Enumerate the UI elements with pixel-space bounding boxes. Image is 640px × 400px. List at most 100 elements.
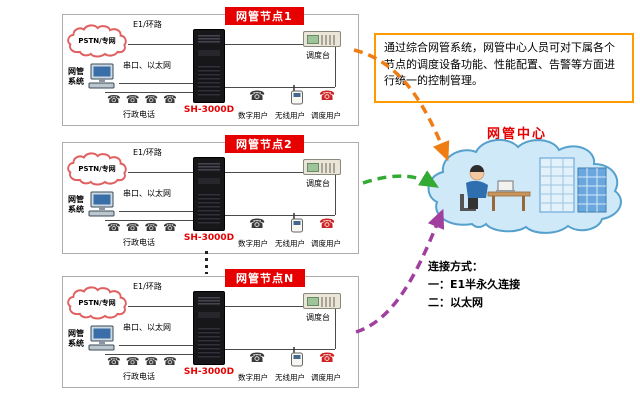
connector-line [128,306,193,307]
connector-line [225,215,335,216]
dispatch-phone-icon: ☎ [319,89,336,104]
pstn-cloud-icon: PSTN/专网 [66,24,128,58]
phone-icon: ☎ [163,221,177,234]
e1-link-label: E1/环路 [133,20,162,29]
dispatch-phone-icon: ☎ [319,217,336,232]
node-n-title-tab: 网管节点N [225,269,306,287]
server-cabinet-icon [193,291,225,365]
e1-link-label: E1/环路 [133,282,162,291]
serial-ethernet-label: 串口、以太网 [123,61,171,70]
connection-note: 连接方式： 一：E1半永久连接 二：以太网 [428,258,520,312]
connector-line [119,211,193,212]
server-model-label: SH-3000D [183,233,235,243]
pstn-label: PSTN/专网 [78,37,116,45]
connector-line [335,309,336,349]
connector-line [119,345,193,346]
phone-icon: ☎ [107,93,121,106]
phone-icon: ☎ [107,355,121,368]
dispatch-phone-icon: ☎ [319,351,336,366]
digital-user-label: 数字用户 [238,239,268,248]
phone-icon: ☎ [125,93,140,106]
server-cabinet-icon [193,29,225,103]
dispatch-console-label: 调度台 [306,313,330,322]
dispatch-user-label: 调度用户 [311,111,341,120]
connection-note-ethernet: 二：以太网 [428,296,483,310]
cloud-shape-icon [67,152,127,186]
connector-line [335,47,336,87]
console-keys [321,163,337,173]
dispatch-console-label: 调度台 [306,51,330,60]
server-cabinet-icon [193,157,225,231]
wireless-user-label: 无线用户 [275,239,305,248]
cloud-shape-icon [67,24,127,58]
digital-user-label: 数字用户 [238,373,268,382]
pstn-cloud-icon: PSTN/专网 [66,286,128,320]
node-1-title-tab: 网管节点1 [225,7,304,25]
pstn-label: PSTN/专网 [78,165,116,173]
phone-icon: ☎ [125,221,140,234]
wireless-radio-icon [291,213,303,233]
admin-phones-row: ☎ ☎ ☎ ☎ [107,356,177,367]
info-text: 通过综合网管系统，网管中心人员可对下属各个节点的调度设备功能、性能配置、告警等方… [384,41,615,87]
building-icon [577,167,607,213]
server-model-label: SH-3000D [183,367,235,377]
phone-icon: ☎ [144,355,159,368]
phone-icon: ☎ [144,221,159,234]
connector-line [105,354,193,355]
wireless-radio-icon [291,347,303,367]
nms-label: 网管系统 [68,67,84,86]
phone-icon: ☎ [125,355,140,368]
dispatch-console-label: 调度台 [306,179,330,188]
serial-ethernet-label: 串口、以太网 [123,189,171,198]
node-2-box: 网管节点2 PSTN/专网 E1/环路 网管系统 串口、以太网 SH-3000D… [62,135,359,254]
nmc-cloud-icon [427,139,622,234]
connector-line [128,44,193,45]
digital-phone-icon: ☎ [249,89,266,104]
computer-icon [88,325,115,351]
console-keys [321,35,337,45]
connector-line [225,172,303,173]
info-box: 通过综合网管系统，网管中心人员可对下属各个节点的调度设备功能、性能配置、告警等方… [374,33,634,103]
pstn-label: PSTN/专网 [78,299,116,307]
wireless-user-label: 无线用户 [275,373,305,382]
dispatch-console-icon [303,31,341,47]
dispatch-console-icon [303,293,341,309]
serial-ethernet-label: 串口、以太网 [123,323,171,332]
node-n-box: 网管节点N PSTN/专网 E1/环路 网管系统 串口、以太网 SH-3000D… [62,269,359,388]
nms-label: 网管系统 [68,329,84,348]
connector-line [225,44,303,45]
connector-line [105,92,193,93]
connector-line [119,83,193,84]
digital-user-label: 数字用户 [238,111,268,120]
connector-line [225,306,303,307]
pstn-cloud-icon: PSTN/专网 [66,152,128,186]
console-screen [307,163,319,172]
console-screen [307,297,319,306]
ellipsis-dots [205,251,208,274]
dispatch-user-label: 调度用户 [311,239,341,248]
admin-phone-label: 行政电话 [123,372,155,381]
computer-icon [88,191,115,217]
console-keys [321,297,337,307]
cloud-shape-icon [67,286,127,320]
computer-icon [88,63,115,89]
connection-note-title: 连接方式： [428,260,483,273]
connector-line [105,220,193,221]
connector-line [225,349,335,350]
phone-icon: ☎ [144,93,159,106]
operator-at-desk-icon [460,165,531,211]
phone-icon: ☎ [163,355,177,368]
connection-note-e1: 一：E1半永久连接 [428,278,521,292]
node-1-box: 网管节点1 PSTN/专网 E1/环路 网管系统 串口、以太网 SH-3000D… [62,7,359,126]
console-screen [307,35,319,44]
phone-icon: ☎ [163,93,177,106]
admin-phones-row: ☎ ☎ ☎ ☎ [107,222,177,233]
e1-link-label: E1/环路 [133,148,162,157]
admin-phone-label: 行政电话 [123,110,155,119]
dispatch-console-icon [303,159,341,175]
building-icon [539,157,575,213]
server-model-label: SH-3000D [183,105,235,115]
phone-icon: ☎ [107,221,121,234]
connector-line [128,172,193,173]
